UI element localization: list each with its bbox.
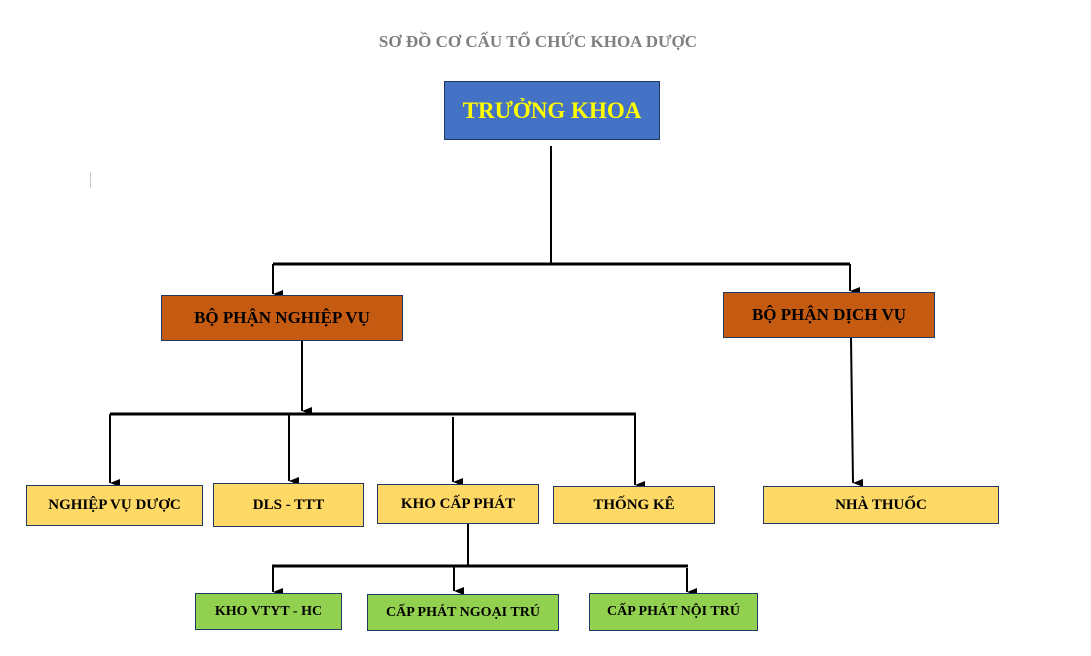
- dispensing-store-box: KHO CẤP PHÁT: [377, 484, 539, 524]
- service-division-box: BỘ PHẬN DỊCH VỤ: [723, 292, 935, 338]
- pharmacy-box: NHÀ THUỐC: [763, 486, 999, 524]
- inpatient-dispensing-box: CẤP PHÁT NỘI TRÚ: [589, 593, 758, 631]
- connector-service-down: [850, 337, 864, 487]
- outpatient-dispensing-box: CẤP PHÁT NGOẠI TRÚ: [367, 594, 559, 631]
- medical-supplies-box: KHO VTYT - HC: [195, 593, 342, 630]
- divider-mark: [90, 172, 91, 188]
- dls-ttt-box: DLS - TTT: [213, 483, 364, 527]
- pharma-ops-box: NGHIỆP VỤ DƯỢC: [26, 485, 203, 526]
- statistics-box: THỐNG KÊ: [553, 486, 715, 524]
- professional-division-box: BỘ PHẬN NGHIỆP VỤ: [161, 295, 403, 341]
- head-of-department-box: TRƯỞNG KHOA: [444, 81, 660, 140]
- diagram-title: SƠ ĐỒ CƠ CẤU TỔ CHỨC KHOA DƯỢC: [378, 32, 698, 51]
